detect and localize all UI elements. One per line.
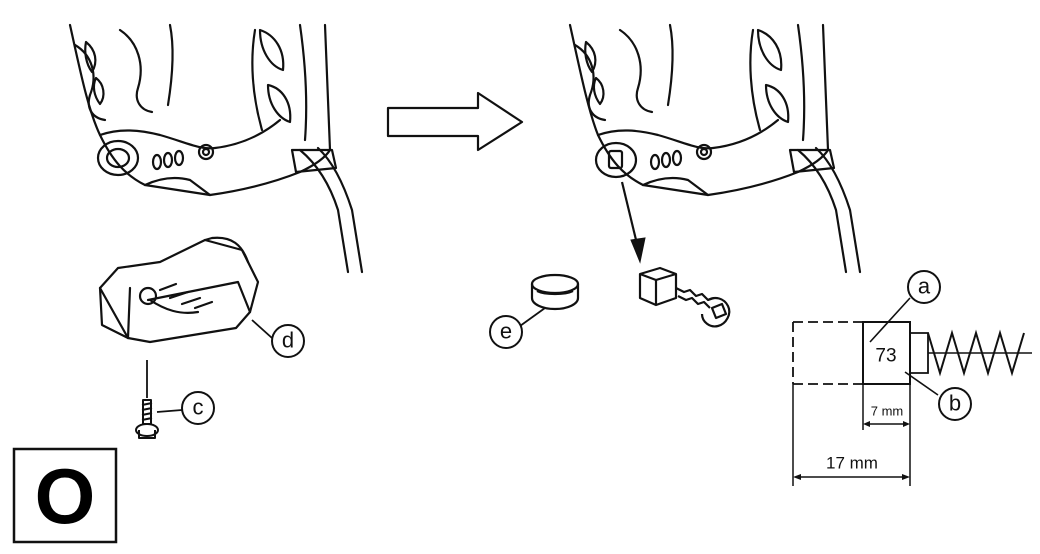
brush-cap xyxy=(530,273,580,311)
leader-line-c xyxy=(156,409,183,413)
callout-c-label: c xyxy=(193,395,204,420)
wear-limit-detail: 73 7 mm 17 mm xyxy=(792,297,1032,486)
next-step-arrow xyxy=(386,91,524,152)
brush-marking: 73 xyxy=(875,346,896,367)
screw xyxy=(135,399,159,439)
leader-line-e xyxy=(519,307,546,327)
callout-c: c xyxy=(181,391,215,425)
callout-d-label: d xyxy=(282,328,294,353)
leader-line-d xyxy=(251,319,273,339)
callout-b: b xyxy=(938,387,972,421)
callout-b-label: b xyxy=(949,391,961,416)
callout-e: e xyxy=(489,315,523,349)
carbon-brush xyxy=(638,266,731,328)
limit-dimension-label: 7 mm xyxy=(871,404,904,419)
callout-a: a xyxy=(907,270,941,304)
callout-d: d xyxy=(271,324,305,358)
callout-e-label: e xyxy=(500,319,512,344)
callout-a-label: a xyxy=(918,274,931,299)
total-dimension-label: 17 mm xyxy=(826,454,878,473)
tool-body-right xyxy=(568,23,862,274)
step-label: O xyxy=(35,452,96,540)
brush-holder-cover xyxy=(98,236,260,344)
step-label-box: O xyxy=(12,447,118,544)
removal-arrow xyxy=(620,181,646,264)
tool-body-left xyxy=(68,23,364,274)
